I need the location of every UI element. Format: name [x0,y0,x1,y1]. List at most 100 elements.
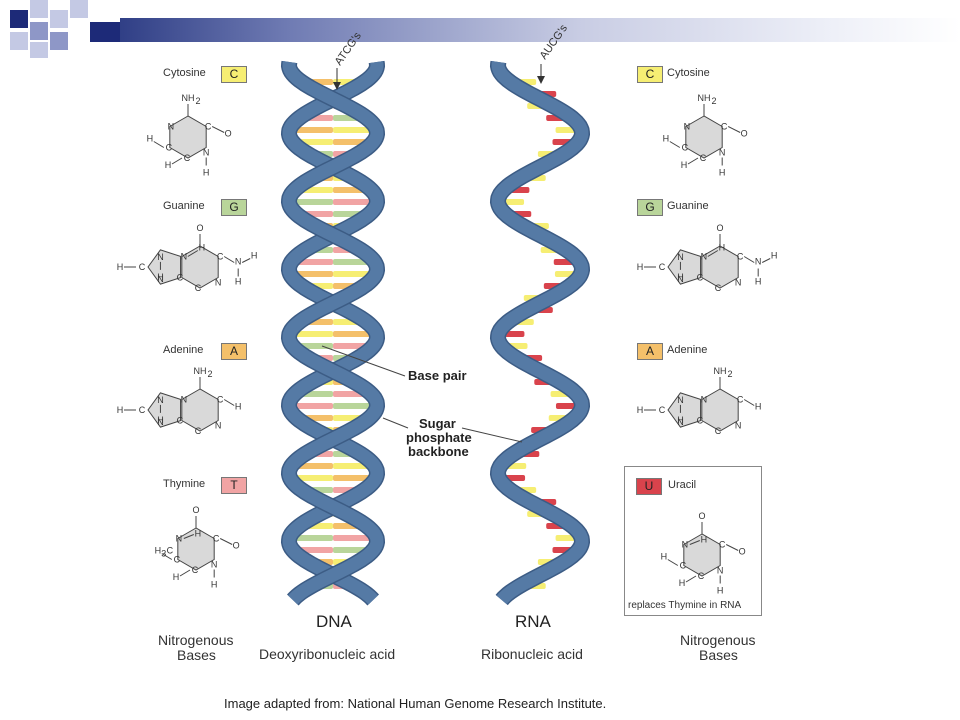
dna-top-label: ATCG's [333,30,365,68]
dna-base-pair-left [289,127,333,133]
cytosine-right-atom: C [721,122,728,132]
left-base-name-adenine: Adenine [163,344,204,356]
dna-base-pair-right [333,535,377,541]
uracil-right-bond [689,540,700,545]
adenine-right-ring6 [701,388,739,432]
cytosine-left-atom: O [225,129,232,139]
guanine-right-atom: C [659,262,666,272]
thymine-left-atom: H [211,580,218,590]
cytosine-left-ring [169,115,207,159]
guanine-left-atom: C [217,252,224,262]
left-base-name-cytosine: Cytosine [163,67,206,79]
uracil-note: replaces Thymine in RNA [628,600,742,611]
uracil-right-atom: H [679,578,686,588]
cytosine-left-atom: NH [182,93,195,103]
guanine-left-atom: H [235,277,242,287]
adenine-right-atom: C [737,395,744,405]
thymine-left-bond [179,569,191,577]
cytosine-left-atom: H [203,168,210,178]
thymine-left-atom: C [174,555,181,565]
uracil-right-bond [685,575,697,583]
dna-subtitle: Deoxyribonucleic acid [259,646,396,662]
adenine-left-atom: C [195,426,202,436]
dna-base-pair-left [289,403,333,409]
right-base-badge-uracil: U [636,478,662,495]
left-nitrogenous-label-1: Nitrogenous [158,632,234,648]
guanine-left-ring6 [181,245,219,289]
header-square-2 [30,0,48,18]
adenine-right-atom: C [697,416,704,426]
adenine-right-ring5 [667,392,702,428]
guanine-right-bond [761,258,771,263]
dna-base-pair-left [289,331,333,337]
right-base-name-uracil: Uracil [668,479,697,491]
right-nitrogenous-label-1: Nitrogenous [680,632,756,648]
adenine-left-ring5 [147,392,182,428]
guanine-left-bond [223,256,235,263]
thymine-left-atom: C [213,534,220,544]
guanine-left-atom: C [177,273,184,283]
adenine-left-atom: N [181,395,188,405]
right-nitrogenous-label-2: Bases [699,647,738,663]
header-square-8 [50,32,68,50]
cytosine-right-atom: H [719,168,726,178]
cytosine-right-atom: C [700,153,707,163]
left-base-name-thymine: Thymine [163,478,206,490]
dna-base-pair-right [333,199,377,205]
cytosine-left-atom: C [184,153,191,163]
left-base-badge-adenine: A [221,343,247,360]
guanine-left-atom: H [157,272,164,282]
cytosine-left-bond [211,126,225,133]
adenine-right-atom: H [677,415,684,425]
guanine-right-atom: C [697,273,704,283]
adenine-left-atom: NH [194,366,207,376]
header-square-3 [50,10,68,28]
adenine-left-atom: N [215,421,222,431]
guanine-left-atom: H [199,243,206,253]
thymine-left-bond [161,553,173,560]
backbone-label-line1: Sugar [419,416,456,431]
uracil-right-atom: C [680,561,687,571]
uracil-right-atom: H [661,552,668,562]
guanine-left-atom: N [157,274,164,284]
guanine-left-bond [187,250,199,257]
thymine-left-atom: O [192,505,199,515]
adenine-right-atom: C [659,405,666,415]
adenine-right-atom: C [715,426,722,436]
guanine-right-bond [743,256,755,263]
adenine-left-atom: C [177,416,184,426]
thymine-left-bond [183,534,194,539]
cytosine-right-atom: H [681,160,688,170]
guanine-left-atom: C [195,283,202,293]
guanine-left-ring5 [147,249,182,285]
cytosine-left-bond [153,141,165,148]
backbone-leader-1 [382,417,409,429]
dna-backbone [280,60,386,606]
thymine-left-atom: C [167,546,174,556]
cytosine-right-atom: H [663,134,670,144]
dna-strand-b [282,61,384,605]
guanine-right-atom: H [637,262,644,272]
adenine-right-atom: N [677,395,684,405]
right-base-name-guanine: Guanine [667,200,709,212]
backbone-leader-2 [461,427,523,443]
adenine-right-atom: NH [714,366,727,376]
dna-base-pair-left [289,199,333,205]
thymine-left-atom: H [155,546,162,556]
guanine-right-atom: N [701,252,708,262]
uracil-right-bond [725,544,739,551]
cytosine-right-atom: N [719,148,726,158]
adenine-left-ring6 [181,388,219,432]
guanine-right-atom: N [755,257,762,267]
header-square-6 [30,42,48,58]
guanine-right-atom: H [719,243,726,253]
uracil-right-ring [683,533,721,577]
cytosine-right-bond [687,157,699,165]
right-base-badge-cytosine: C [637,66,663,83]
guanine-right-atom: C [715,283,722,293]
adenine-left-atom-sub: 2 [207,369,212,379]
cytosine-right-bond [669,141,681,148]
adenine-left-atom: H [117,405,124,415]
